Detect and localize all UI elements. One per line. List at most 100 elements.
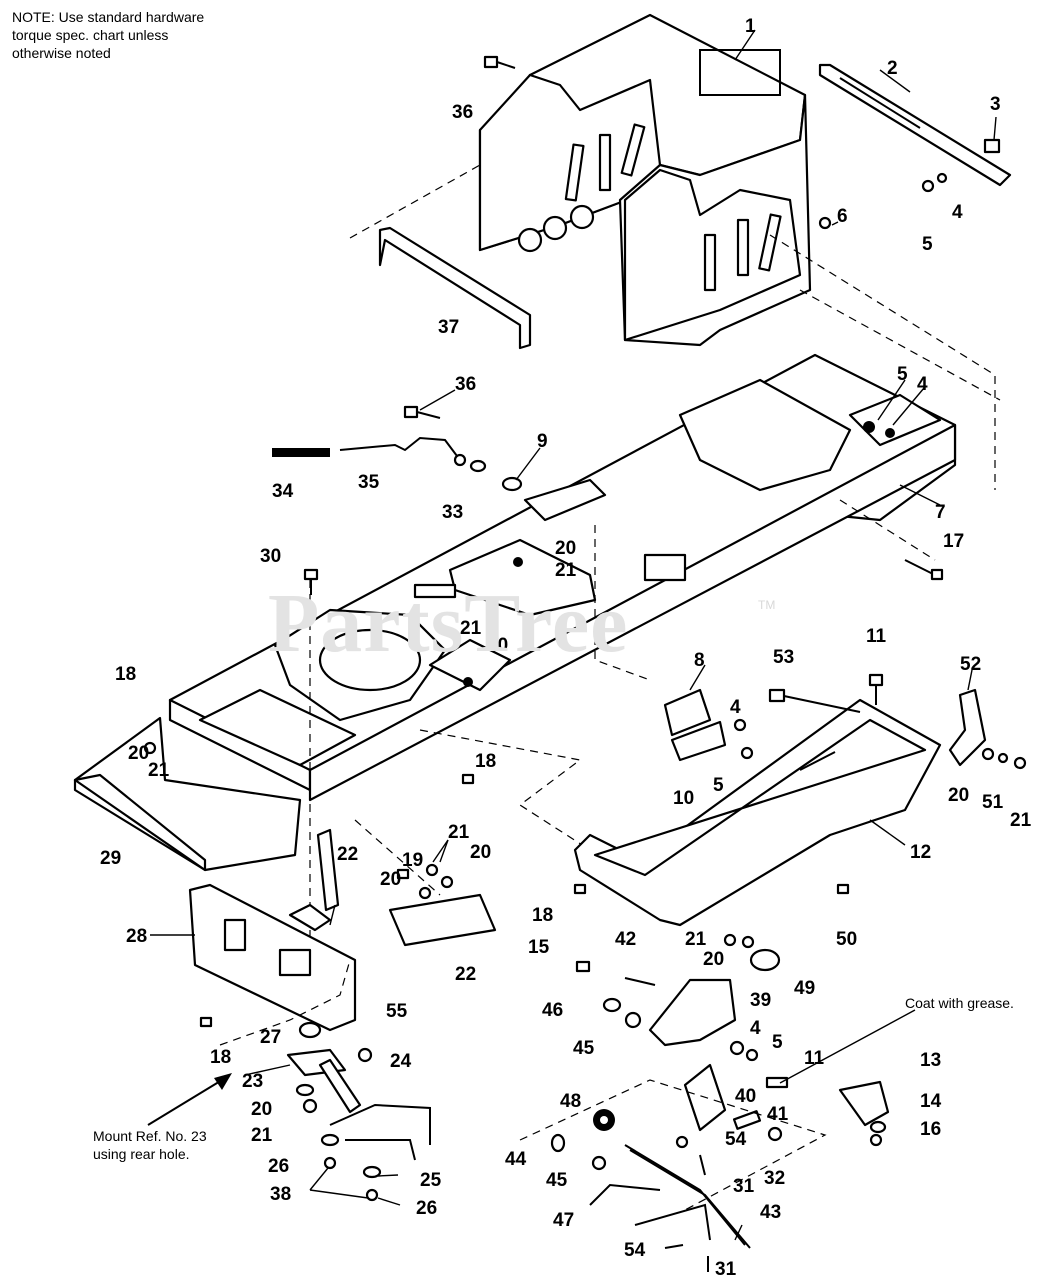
- part-15-nut: [575, 960, 591, 973]
- label-49: 49: [794, 978, 815, 999]
- label-20d: 20: [948, 785, 969, 806]
- label-11: 11: [866, 626, 887, 647]
- label-41: 41: [767, 1104, 789, 1125]
- part-26-washer: [320, 1133, 340, 1147]
- part-45-bushing: [624, 1011, 642, 1029]
- label-27: 27: [260, 1027, 281, 1048]
- mount-callout-line-2: using rear hole.: [93, 1146, 190, 1162]
- label-4-pan: 4: [730, 697, 741, 718]
- label-20f: 20: [380, 869, 401, 890]
- label-15: 15: [528, 937, 550, 958]
- label-5: 5: [922, 234, 933, 255]
- trademark-mark: TM: [758, 598, 776, 612]
- label-43: 43: [760, 1202, 781, 1223]
- part-22-strap: [316, 828, 340, 912]
- part-35-rod: [339, 436, 467, 467]
- part-2-bar: [818, 63, 1012, 187]
- part-11-bolt-lower: [765, 1076, 789, 1089]
- label-4-lower: 4: [750, 1018, 761, 1039]
- part-20-washer-pan: [741, 935, 755, 949]
- part-18-bolt-block: [199, 1016, 213, 1028]
- part-36-screw-lower: [403, 405, 441, 419]
- label-45b: 45: [546, 1170, 568, 1191]
- part-4-washer: [936, 172, 948, 184]
- label-8: 8: [694, 650, 705, 671]
- label-36b: 36: [455, 374, 476, 395]
- part-50-bolt: [836, 883, 850, 895]
- label-38: 38: [270, 1184, 291, 1205]
- part-18-bolt-frame: [461, 773, 475, 785]
- note-line-3: otherwise noted: [12, 45, 111, 61]
- part-42-bolt: [624, 977, 656, 986]
- label-18a: 18: [115, 664, 136, 685]
- part-10-plate: [670, 720, 727, 762]
- label-12: 12: [910, 842, 931, 863]
- label-20e: 20: [470, 842, 491, 863]
- label-19: 19: [402, 850, 423, 871]
- label-20b: 20: [487, 635, 508, 656]
- label-2: 2: [887, 58, 898, 79]
- part-19-bolt: [396, 868, 410, 880]
- part-29-front-bracket: [73, 716, 302, 872]
- label-22b: 22: [455, 964, 476, 985]
- hardware-note: NOTE: Use standard hardware torque spec.…: [12, 8, 204, 62]
- part-52-bracket: [948, 688, 987, 767]
- label-24: 24: [390, 1051, 412, 1072]
- label-4: 4: [952, 202, 963, 223]
- label-21h: 21: [685, 929, 707, 950]
- part-3-bolt: [983, 138, 1001, 154]
- part-5-nut-8: [740, 746, 754, 760]
- label-55: 55: [386, 1001, 408, 1022]
- label-34: 34: [272, 481, 294, 502]
- part-54-pin: [675, 1135, 689, 1149]
- part-20-washer-19: [440, 875, 454, 889]
- part-32-fitting: [767, 1126, 783, 1142]
- part-38-pin-lower: [365, 1188, 379, 1202]
- part-37-brace: [378, 226, 532, 350]
- part-54-pin-lower: [664, 1244, 684, 1249]
- label-52: 52: [960, 654, 981, 675]
- label-21e: 21: [448, 822, 470, 843]
- part-18-bolt: [143, 741, 157, 755]
- label-39: 39: [750, 990, 771, 1011]
- label-50: 50: [836, 929, 857, 950]
- part-22-bracket: [388, 893, 497, 947]
- label-33: 33: [442, 502, 463, 523]
- label-54a: 54: [725, 1129, 747, 1150]
- label-21g: 21: [251, 1125, 273, 1146]
- label-20a: 20: [555, 538, 576, 559]
- label-36: 36: [452, 102, 473, 123]
- part-26-washer-lower: [362, 1165, 382, 1179]
- part-17-bolt: [904, 559, 944, 581]
- part-23-24-linkage: [286, 1048, 431, 1161]
- label-44: 44: [505, 1149, 527, 1170]
- label-20h: 20: [703, 949, 724, 970]
- part-6-nut: [818, 216, 832, 230]
- part-28-block: [188, 883, 357, 1032]
- part-38-pin: [323, 1156, 337, 1170]
- part-49-clip: [749, 948, 781, 972]
- part-21-nut: [302, 1098, 318, 1114]
- part-number-labels: 1 2 3 4 5 6 36 37 36 9 35 34 33 7 5 4 17…: [100, 16, 1032, 1280]
- part-1-fender-box: [478, 13, 812, 347]
- part-14-washer: [869, 1120, 887, 1134]
- label-42: 42: [615, 929, 636, 950]
- label-11-lower: 11: [804, 1048, 825, 1069]
- label-3: 3: [990, 94, 1001, 115]
- part-45-bushing-lower: [591, 1155, 607, 1171]
- label-51: 51: [982, 792, 1004, 813]
- label-4-frame: 4: [917, 374, 928, 395]
- part-27-washer: [298, 1021, 322, 1039]
- label-31a: 31: [733, 1176, 755, 1197]
- part-31-pin: [699, 1154, 706, 1176]
- part-30-bolt: [303, 568, 319, 595]
- label-29: 29: [100, 848, 121, 869]
- note-line-1: NOTE: Use standard hardware: [12, 9, 205, 25]
- label-45a: 45: [573, 1038, 595, 1059]
- label-46: 46: [542, 1000, 563, 1021]
- label-54b: 54: [624, 1240, 646, 1261]
- label-9: 9: [537, 431, 548, 452]
- part-8-plate: [663, 688, 712, 737]
